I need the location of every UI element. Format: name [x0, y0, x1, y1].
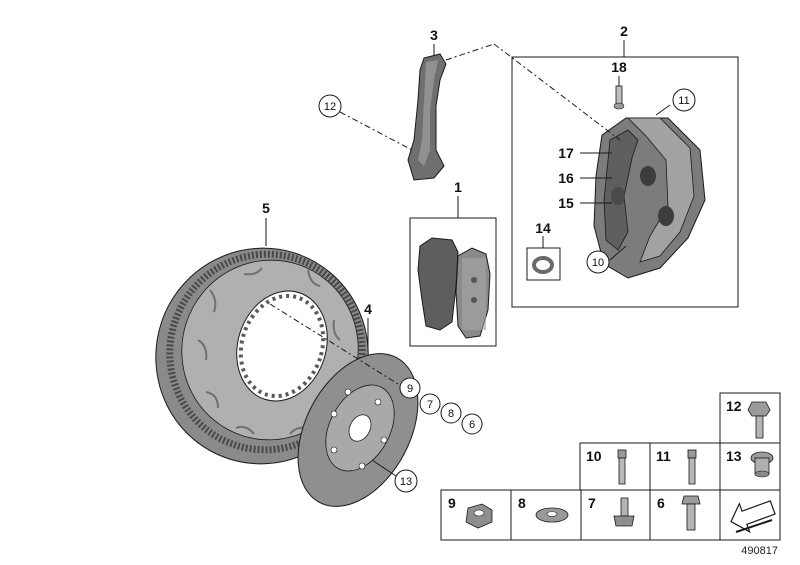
cell-arrow	[719, 489, 781, 541]
callout-6	[461, 413, 483, 435]
caliper-box	[511, 56, 739, 308]
bleed-screw-18	[615, 85, 623, 105]
label-13: 13	[400, 476, 412, 488]
label-8: 8	[448, 408, 454, 420]
bolt-11	[687, 449, 697, 485]
callout-8	[440, 402, 462, 424]
washer-8	[535, 507, 569, 523]
label-2: 2	[620, 23, 628, 39]
cell-label-6: 6	[657, 495, 665, 511]
sleeve-7	[613, 497, 635, 527]
cell-label-12: 12	[726, 398, 742, 414]
label-18: 18	[611, 59, 627, 75]
fastener-callouts: 9 7 8 6	[399, 377, 483, 435]
label-1: 1	[454, 179, 462, 195]
callout-11	[672, 88, 696, 112]
label-12: 12	[324, 101, 336, 113]
cell-label-11: 11	[656, 448, 671, 464]
cell-label-10: 10	[586, 448, 602, 464]
label-15: 15	[558, 195, 574, 211]
brake-caliper	[593, 76, 706, 279]
label-3: 3	[430, 27, 438, 43]
callout-7	[419, 393, 441, 415]
cell-label-9: 9	[448, 495, 456, 511]
pads-box	[409, 217, 497, 347]
label-5: 5	[262, 200, 270, 216]
caliper-cover: 3 12	[318, 27, 621, 181]
seal-ring	[532, 256, 554, 274]
label-6: 6	[469, 419, 475, 431]
cell-label-13: 13	[726, 448, 742, 464]
bolt-6	[681, 495, 701, 531]
flange-bolt-12	[747, 401, 771, 439]
disc-carrier: 4 13	[269, 301, 419, 507]
cell-label-7: 7	[588, 495, 596, 511]
brake-disc: 5	[155, 200, 369, 465]
label-14: 14	[535, 220, 551, 236]
label-4: 4	[364, 301, 372, 317]
hex-nut-9	[465, 503, 493, 529]
callout-9	[399, 377, 421, 399]
label-16: 16	[558, 170, 574, 186]
label-10: 10	[592, 257, 604, 269]
arrow-icon	[730, 500, 776, 534]
seal-ring-box	[526, 247, 561, 281]
plug-screw-13	[750, 451, 774, 478]
brake-pad-inner	[417, 237, 459, 331]
bolt-10	[617, 449, 627, 485]
callout-13	[394, 469, 418, 493]
brake-pads-group: 1	[409, 179, 497, 347]
label-17: 17	[558, 145, 574, 161]
parts-table	[440, 392, 781, 541]
callout-10	[586, 250, 610, 274]
callout-12	[318, 94, 342, 118]
label-11: 11	[678, 95, 689, 107]
document-number: 490817	[741, 545, 778, 557]
label-9: 9	[407, 383, 413, 395]
cell-label-8: 8	[518, 495, 526, 511]
label-7: 7	[427, 399, 433, 411]
caliper-group: 2 18 17 16 15 11 10 14	[511, 23, 739, 308]
